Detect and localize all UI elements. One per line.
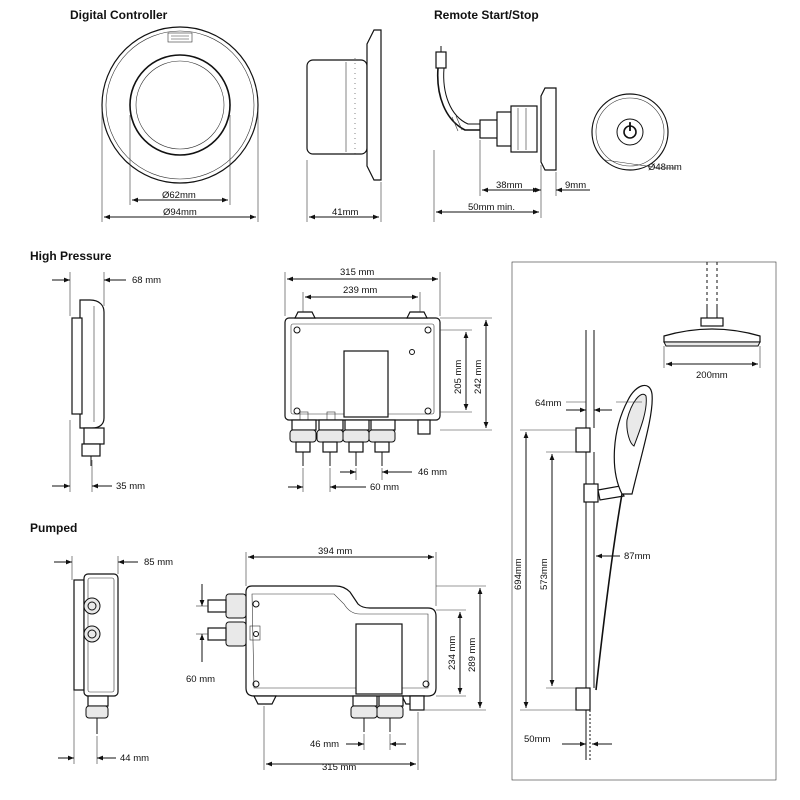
dim-pu-289: 289 mm	[424, 585, 486, 711]
shower-kit-panel-border	[511, 261, 777, 781]
hp-outlet-1	[289, 419, 317, 466]
dim-hp-60: 60 mm	[288, 468, 399, 493]
dim-sh-200-label: 200mm	[696, 370, 728, 381]
dim-sh-50: 50mm	[524, 734, 612, 747]
title-digital-controller: Digital Controller	[70, 8, 168, 22]
rail-upper-bracket	[575, 427, 591, 453]
handset	[595, 384, 653, 691]
controller-logo-mark	[167, 32, 193, 43]
dim-rs-d48-label: Ø48mm	[648, 162, 682, 173]
dim-pu-394-label: 394 mm	[318, 546, 352, 557]
remote-side-view	[435, 46, 557, 171]
dim-pu-234: 234 mm	[436, 609, 466, 697]
pumped-front-view	[207, 585, 437, 732]
dim-dc-d94: Ø94mm	[101, 110, 259, 222]
dim-sh-64-label: 64mm	[535, 398, 561, 409]
hp-outlet-4	[368, 419, 396, 466]
dim-pu-46-label: 46 mm	[310, 739, 339, 750]
dim-hp-35-label: 35 mm	[116, 481, 145, 492]
dim-pu-44-label: 44 mm	[120, 753, 149, 764]
dim-sh-694-label: 694mm	[513, 558, 524, 590]
dim-sh-694: 694mm	[513, 429, 576, 711]
dim-pu-85: 85 mm	[54, 556, 173, 580]
title-pumped: Pumped	[30, 521, 77, 535]
dim-rs-9: 9mm	[530, 172, 590, 196]
dim-rs-38: 38mm	[479, 140, 542, 218]
dim-pu-289-label: 289 mm	[467, 638, 478, 672]
dim-hp-68: 68 mm	[52, 272, 161, 316]
dim-sh-50-label: 50mm	[524, 734, 550, 745]
dim-hp-205: 205 mm	[440, 329, 472, 413]
dim-dc-41-label: 41mm	[332, 207, 358, 218]
dim-pu-315-label: 315 mm	[322, 762, 356, 773]
dim-hp-68-label: 68 mm	[132, 275, 161, 286]
dim-hp-35: 35 mm	[52, 420, 145, 492]
dim-pu-394: 394 mm	[245, 546, 437, 606]
dim-dc-41: 41mm	[306, 160, 382, 222]
dim-dc-d62: Ø62mm	[129, 115, 231, 205]
handset-holder	[597, 485, 625, 501]
title-high-pressure: High Pressure	[30, 249, 112, 263]
dim-rs-d48: Ø48mm	[604, 159, 682, 173]
dim-hp-315: 315 mm	[284, 267, 441, 316]
dim-hp-46: 46 mm	[340, 467, 447, 480]
dim-rs-38-label: 38mm	[496, 180, 522, 191]
dim-pu-60: 60 mm	[186, 584, 215, 685]
digital-controller-front-view	[101, 26, 259, 184]
dim-sh-87: 87mm	[596, 551, 650, 562]
pumped-outlet-2	[376, 695, 404, 732]
remote-connector-plug	[435, 51, 447, 69]
dim-pu-60-label: 60 mm	[186, 674, 215, 685]
dim-sh-87-label: 87mm	[624, 551, 650, 562]
dim-rs-50min: 50mm min.	[433, 150, 539, 222]
dim-rs-50min-label: 50mm min.	[468, 202, 515, 213]
hp-outlet-3	[342, 419, 370, 466]
hp-outlet-2	[316, 419, 344, 466]
high-pressure-side-view	[71, 299, 105, 466]
title-remote-start-stop: Remote Start/Stop	[434, 8, 539, 22]
dim-hp-242-label: 242 mm	[473, 360, 484, 394]
dim-sh-200: 200mm	[666, 361, 758, 381]
dim-pu-44: 44 mm	[58, 690, 149, 764]
dim-sh-64: 64mm	[535, 398, 642, 413]
dim-rs-9-label: 9mm	[565, 180, 586, 191]
high-pressure-front-view	[284, 311, 441, 466]
remote-front-view	[591, 93, 669, 171]
dim-dc-d62-label: Ø62mm	[162, 190, 196, 201]
riser-rail	[575, 330, 625, 760]
rail-lower-bracket	[575, 687, 591, 711]
power-icon	[616, 118, 644, 146]
pumped-inlet-upper	[207, 593, 247, 619]
dim-hp-242: 242 mm	[440, 317, 492, 431]
dim-hp-239: 239 mm	[302, 285, 421, 312]
dim-sh-573-label: 573mm	[539, 558, 550, 590]
pumped-outlet-1	[350, 695, 378, 732]
dim-sh-573: 573mm	[539, 451, 576, 689]
dim-hp-46-label: 46 mm	[418, 467, 447, 478]
dim-pu-85-label: 85 mm	[144, 557, 173, 568]
pumped-inlet-lower	[207, 621, 247, 647]
dim-hp-205-label: 205 mm	[453, 360, 464, 394]
dim-hp-60-label: 60 mm	[370, 482, 399, 493]
dim-pu-315: 315 mm	[263, 706, 419, 773]
rail-slider	[583, 483, 599, 503]
dim-dc-d94-label: Ø94mm	[163, 207, 197, 218]
digital-controller-side-view	[306, 29, 382, 181]
overhead-shower-head	[663, 262, 761, 368]
dim-hp-315-label: 315 mm	[340, 267, 374, 278]
dim-hp-239-label: 239 mm	[343, 285, 377, 296]
pumped-side-view	[73, 573, 119, 734]
dim-pu-46: 46 mm	[310, 734, 406, 750]
dim-pu-234-label: 234 mm	[447, 636, 458, 670]
